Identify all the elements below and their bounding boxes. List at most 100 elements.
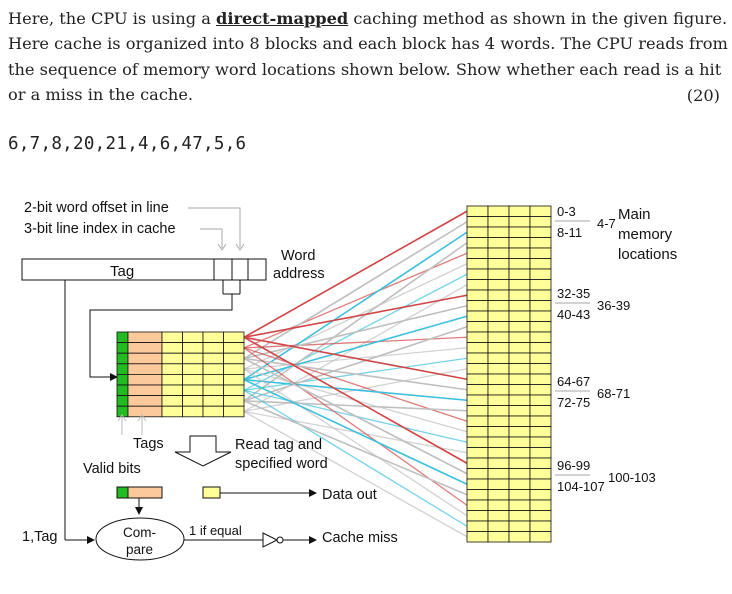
memory-word-cell xyxy=(529,310,552,322)
word-offset-arrow-head xyxy=(235,243,245,251)
memory-word-cell xyxy=(466,321,489,333)
memory-word-cell xyxy=(466,342,489,354)
memory-label-second: 36-39 xyxy=(597,298,630,313)
memory-word-cell xyxy=(529,268,552,280)
question-line-1-start: Here, the CPU is using a xyxy=(8,9,217,28)
direct-mapped-term: direct-mapped xyxy=(216,9,349,28)
memory-label-first: 32-35 xyxy=(557,286,590,301)
cache-word-cell xyxy=(182,395,204,407)
cache-miss-label: Cache miss xyxy=(322,530,398,546)
memory-word-cell xyxy=(529,363,552,375)
memory-label-third: 8-11 xyxy=(557,225,582,240)
cache-word-cell xyxy=(223,384,245,397)
memory-word-cell xyxy=(466,352,489,364)
valid-bit-cell xyxy=(116,363,129,375)
memory-word-cell xyxy=(466,457,489,469)
cache-word-cell xyxy=(161,363,183,375)
main-memory-label-3: locations xyxy=(618,246,677,263)
cache-word-cell xyxy=(223,363,245,375)
memory-word-cell xyxy=(466,300,489,312)
tag-cell xyxy=(127,395,163,407)
cache-word-cell xyxy=(223,331,245,344)
memory-word-cell xyxy=(508,436,531,448)
tag-cell xyxy=(127,363,163,375)
address-register xyxy=(21,258,267,281)
mapping-line xyxy=(243,325,468,402)
line-index-arrow-head xyxy=(217,243,227,251)
memory-word-cell xyxy=(529,279,552,291)
memory-word-cell xyxy=(508,300,531,312)
memory-word-cell xyxy=(529,468,552,480)
memory-word-cell xyxy=(487,226,510,238)
memory-word-cell xyxy=(466,426,489,438)
valid-bit-cell xyxy=(116,342,129,354)
memory-word-cell xyxy=(508,468,531,480)
index-to-cache-line xyxy=(89,294,233,381)
valid-bits-pointer-head xyxy=(117,414,127,422)
memory-word-cell xyxy=(466,268,489,280)
memory-word-cell xyxy=(487,426,510,438)
memory-word-cell xyxy=(487,363,510,375)
cache-word-cell xyxy=(202,363,224,375)
memory-word-cell xyxy=(529,405,552,417)
cache-word-cell xyxy=(182,384,204,397)
memory-word-cell xyxy=(487,384,510,396)
mapping-line xyxy=(243,410,468,538)
memory-word-cell xyxy=(529,489,552,501)
memory-label-first: 96-99 xyxy=(557,458,590,473)
memory-word-cell xyxy=(466,394,489,406)
cache-word-cell xyxy=(223,395,245,407)
memory-word-cell xyxy=(529,436,552,448)
memory-word-cell xyxy=(508,237,531,249)
memory-word-cell xyxy=(487,489,510,501)
selected-valid-bit xyxy=(116,486,129,499)
memory-word-cell xyxy=(487,352,510,364)
memory-word-cell xyxy=(487,205,510,217)
memory-word-cell xyxy=(529,384,552,396)
mapping-line xyxy=(243,368,468,517)
memory-word-cell xyxy=(508,394,531,406)
memory-word-cell xyxy=(508,226,531,238)
tag-cell xyxy=(127,405,163,418)
memory-word-cell xyxy=(529,478,552,490)
memory-word-cell xyxy=(529,247,552,259)
memory-word-cell xyxy=(466,510,489,522)
mapping-line xyxy=(243,294,468,339)
mapping-line xyxy=(243,357,468,391)
memory-word-cell xyxy=(487,478,510,490)
memory-word-cell xyxy=(508,289,531,301)
memory-label-first: 0-3 xyxy=(557,204,576,219)
memory-word-cell xyxy=(508,447,531,459)
mapping-line xyxy=(243,400,468,496)
memory-word-cell xyxy=(487,310,510,322)
memory-word-cell xyxy=(466,289,489,301)
memory-label-first: 64-67 xyxy=(557,374,590,389)
memory-word-cell xyxy=(466,237,489,249)
memory-word-cell xyxy=(487,510,510,522)
memory-word-cell xyxy=(487,289,510,301)
memory-word-cell xyxy=(466,499,489,511)
memory-word-cell xyxy=(466,216,489,228)
memory-word-cell xyxy=(529,352,552,364)
memory-word-cell xyxy=(508,520,531,532)
cache-word-cell xyxy=(161,405,183,418)
cache-word-cell xyxy=(202,342,224,354)
memory-word-cell xyxy=(487,321,510,333)
mapping-line xyxy=(243,231,468,381)
tags-pointer-head xyxy=(137,414,147,422)
memory-word-cell xyxy=(508,216,531,228)
cache-word-cell xyxy=(182,405,204,418)
inverter-icon xyxy=(262,532,279,548)
word-label: Word xyxy=(281,248,315,264)
cache-word-cell xyxy=(202,373,224,386)
mapping-line xyxy=(243,357,468,475)
read-tag-label: Read tag and xyxy=(235,437,322,453)
memory-word-cell xyxy=(466,279,489,291)
tag-cell xyxy=(127,352,163,365)
memory-word-cell xyxy=(529,205,552,217)
memory-word-cell xyxy=(466,331,489,343)
cache-word-cell xyxy=(223,405,245,418)
tag-cell xyxy=(127,342,163,354)
inverter-bubble xyxy=(276,536,284,544)
